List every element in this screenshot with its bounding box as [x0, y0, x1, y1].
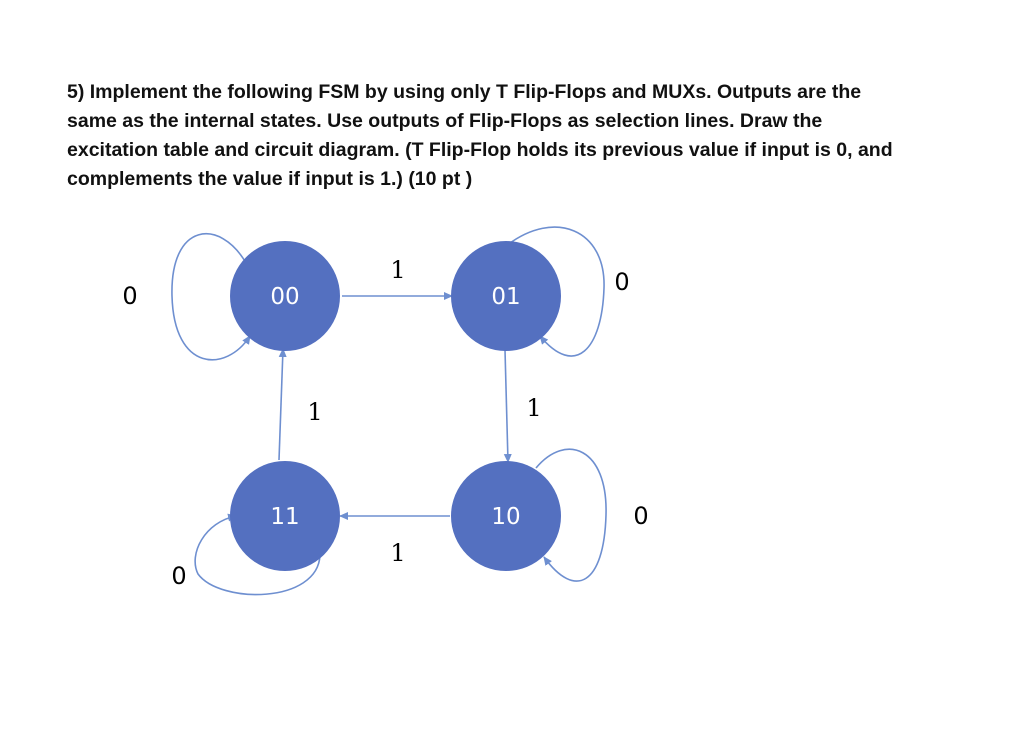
question-line-4: complements the value if input is 1.) (1…	[67, 168, 473, 190]
state-node-00	[230, 241, 340, 351]
state-label-00: 00	[270, 284, 299, 310]
state-label-11: 11	[270, 504, 299, 530]
state-node-10	[451, 461, 561, 571]
transition-label-00-to-01: 1	[390, 256, 405, 284]
self-loop-label-11: 0	[171, 562, 186, 590]
self-loop-01	[505, 226, 605, 357]
question-text: 5) Implement the following FSM by using …	[67, 78, 987, 194]
question-line-2: same as the internal states. Use outputs…	[67, 110, 823, 132]
self-loop-11	[194, 513, 321, 596]
self-loop-label-10: 0	[633, 502, 648, 530]
self-loop-label-00: 0	[122, 282, 137, 310]
transition-01-to-10	[503, 349, 512, 463]
self-loop-00	[171, 232, 251, 361]
transition-label-11-to-00: 1	[307, 398, 322, 426]
transition-label-10-to-11: 1	[390, 539, 405, 567]
state-label-10: 10	[491, 504, 520, 530]
self-loop-10	[535, 448, 607, 582]
state-label-01: 01	[491, 284, 520, 310]
state-node-11	[230, 461, 340, 571]
transition-11-to-00	[278, 348, 287, 461]
question-line-1: 5) Implement the following FSM by using …	[67, 81, 862, 103]
question-line-3: excitation table and circuit diagram. (T…	[67, 139, 893, 161]
self-loop-label-01: 0	[614, 268, 629, 296]
state-node-01	[451, 241, 561, 351]
transition-label-01-to-10: 1	[526, 394, 541, 422]
